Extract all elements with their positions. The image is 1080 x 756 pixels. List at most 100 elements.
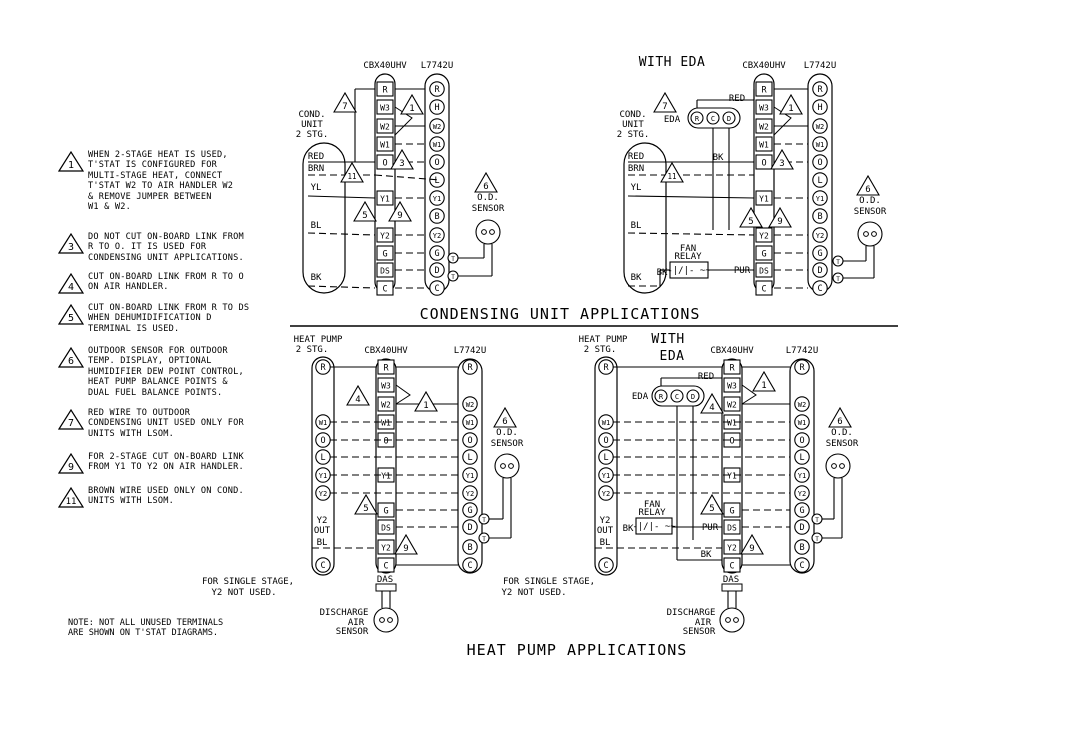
cond-unit-label-3: 2 STG. <box>296 130 329 140</box>
cond-tstat-y1 <box>376 190 394 206</box>
hp-od-sensor <box>494 453 520 479</box>
cond-eda-ah-w1 <box>812 136 828 152</box>
cond-eda-tstat-w2 <box>755 118 773 134</box>
cond-unit-strip <box>302 142 346 294</box>
cond-ah-w2 <box>429 118 445 134</box>
hp-eda-unit-c <box>598 557 614 573</box>
cond-ah-r-label: R <box>434 85 440 95</box>
cond-eda-ah-h-label: H <box>817 103 822 113</box>
hp-eda-tstat-c <box>723 557 741 573</box>
cond-eda-c-label: C <box>711 115 715 123</box>
hp-eda-label-1: HEAT PUMP <box>579 335 628 345</box>
cond-eda-ah-d-label: D <box>817 266 822 276</box>
hp-ah-r <box>462 359 478 375</box>
cond-eda-note-11-label: 11 <box>667 172 676 181</box>
hp-od-sensor-pin-b <box>508 463 514 469</box>
cond-tstat-w2 <box>376 118 394 134</box>
cond-tstat-y2 <box>376 227 394 243</box>
cond-ah-title: L7742U <box>421 61 454 71</box>
hp-eda-od-label-1: O.D. <box>831 428 853 438</box>
hp-tstat-title: CBX40UHV <box>364 346 408 356</box>
hp-eda-ah-l-label: L <box>799 453 804 463</box>
cond-eda-bk2-label: BK <box>657 268 668 278</box>
hp-eda-tstat-w3 <box>723 377 741 393</box>
hp-ah-c-label: C <box>467 561 472 571</box>
hp-tstat-y2 <box>377 539 395 555</box>
svg-text:4: 4 <box>68 282 74 293</box>
hp-eda-unit-r-label: R <box>603 363 609 373</box>
hp-eda-ah-o <box>794 432 810 448</box>
hp-eda-note-9 <box>740 533 764 555</box>
cond-note-7 <box>333 91 357 113</box>
cond-eda-ah-y2-label: Y2 <box>816 232 824 240</box>
hp-eda-d <box>686 389 700 403</box>
cond-ah-h-label: H <box>434 103 439 113</box>
hp-note-9-label: 9 <box>403 544 408 554</box>
note-9: 9 FOR 2-STAGE CUT ON-BOARD LINK FROM Y1 … <box>58 452 283 474</box>
hp-t-2-label: T <box>482 536 486 543</box>
note-marker-3: 3 <box>58 232 84 254</box>
hp-tstat-g-label: G <box>383 506 388 516</box>
hp-eda-tstat-strip <box>721 358 743 574</box>
hp-eda-note-1-label: 1 <box>761 381 766 391</box>
cond-ah-r <box>429 81 445 97</box>
hp-eda-module <box>651 385 705 407</box>
cond-note-3-label: 3 <box>399 159 404 169</box>
cond-eda-ah-w2 <box>812 118 828 134</box>
cond-wire-label-0: RED <box>308 152 324 162</box>
cond-eda-od-sensor <box>857 221 883 247</box>
cond-eda-od-sensor-pin-a <box>863 231 869 237</box>
cond-ah-d <box>429 262 445 278</box>
note-marker-7: 7 <box>58 408 84 430</box>
cond-note-9 <box>388 200 412 222</box>
cond-tstat-c-label: C <box>382 284 387 294</box>
cond-eda-module <box>687 107 741 129</box>
cond-eda-unit-label-2: UNIT <box>622 120 644 130</box>
hp-das-sensor-pin-b <box>387 617 393 623</box>
hp-eda-y2out-1: Y2 <box>600 516 611 526</box>
hp-eda-fan-relay-sym: -|∕|- ~~ <box>632 522 676 532</box>
cond-eda-wire-label-4: BK <box>631 273 642 283</box>
hp-eda-c-label: C <box>675 393 679 401</box>
hp-eda-das-terminal <box>721 583 743 592</box>
hp-eda-ah-b-label: B <box>799 543 804 553</box>
note-text-6: OUTDOOR SENSOR FOR OUTDOOR TEMP. DISPLAY… <box>88 346 244 398</box>
hp-eda-single-2: Y2 NOT USED. <box>501 588 566 598</box>
hp-eda-ah-o-label: O <box>799 436 804 446</box>
cond-ah-g-label: G <box>434 249 439 259</box>
hp-note-6 <box>493 406 517 428</box>
note-1: 1 WHEN 2-STAGE HEAT IS USED, T'STAT IS C… <box>58 150 283 212</box>
hp-ah-l <box>462 449 478 465</box>
cond-eda-ah-o <box>812 154 828 170</box>
cond-od-sensor <box>475 219 501 245</box>
hp-eda-das-sensor-pin-a <box>725 617 731 623</box>
note-6: 6 OUTDOOR SENSOR FOR OUTDOOR TEMP. DISPL… <box>58 346 283 398</box>
cond-eda-pur-label: PUR <box>734 266 751 276</box>
cond-eda-note-7-label: 7 <box>662 102 667 112</box>
cond-ah-b <box>429 208 445 224</box>
hp-eda-bk-label: BK <box>701 550 712 560</box>
hp-note-5 <box>354 493 378 515</box>
note-text-1: WHEN 2-STAGE HEAT IS USED, T'STAT IS CON… <box>88 150 234 213</box>
hp-eda-unit-o-label: O <box>603 436 608 446</box>
cond-eda-od-label-2: SENSOR <box>854 207 887 217</box>
cond-tstat-title: CBX40UHV <box>363 61 407 71</box>
hp-eda-das-label: DAS <box>723 575 739 585</box>
cond-eda-ah-l-label: L <box>817 176 822 186</box>
hp-eda-ah-strip <box>789 358 815 574</box>
hp-eda-ah-l <box>794 449 810 465</box>
cond-eda-ah-r <box>812 81 828 97</box>
hp-eda-ah-g-label: G <box>799 506 804 516</box>
title-heat-pump: HEAT PUMP APPLICATIONS <box>467 641 688 659</box>
cond-t-2-label: T <box>451 274 455 281</box>
note-text-11: BROWN WIRE USED ONLY ON COND. UNITS WITH… <box>88 486 244 507</box>
footnote: NOTE: NOT ALL UNUSED TERMINALS ARE SHOWN… <box>68 618 224 639</box>
hp-ah-g-label: G <box>467 506 472 516</box>
hp-note-1 <box>414 390 438 412</box>
hp-ah-w1-label: W1 <box>466 419 474 427</box>
hp-eda-eda-label: EDA <box>632 392 649 402</box>
cond-eda-ah-l <box>812 172 828 188</box>
hp-ah-c <box>462 557 478 573</box>
cond-eda-tstat-ds-label: DS <box>759 266 769 275</box>
hp-ah-b <box>462 539 478 555</box>
